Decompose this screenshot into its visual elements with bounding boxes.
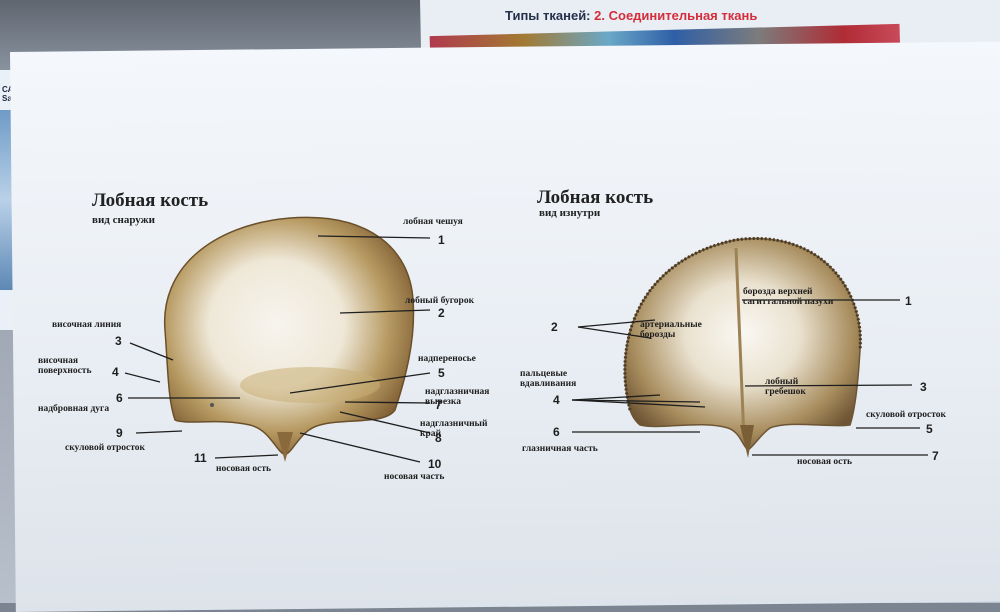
num-right-4: 4 bbox=[553, 393, 560, 407]
num-right-2: 2 bbox=[551, 320, 558, 334]
nasal-spine-right bbox=[740, 425, 754, 458]
label-nasal-part: носовая часть bbox=[384, 472, 445, 482]
label-orbital-part: глазничная часть bbox=[522, 444, 598, 454]
supraorbital-notch-dot bbox=[210, 403, 214, 407]
supraorbital-shadow-left bbox=[240, 367, 380, 403]
label-zygomatic-process-left: скуловой отросток bbox=[65, 443, 145, 453]
label-digital-impressions: пальцевые вдавливания bbox=[520, 369, 577, 389]
label-glabella: надпереносье bbox=[418, 354, 476, 364]
leader-lines-left bbox=[124, 235, 431, 463]
leader-lines-right bbox=[571, 299, 928, 456]
num-left-1: 1 bbox=[438, 233, 445, 247]
num-left-4: 4 bbox=[112, 365, 119, 379]
num-left-5: 5 bbox=[438, 366, 445, 380]
page-header: Типы тканей: 2. Соединительная ткань bbox=[505, 8, 757, 23]
label-frontal-tuber: лобный бугорок bbox=[405, 296, 475, 306]
label-arterial-grooves: артериальные борозды bbox=[640, 320, 702, 340]
header-prefix: Типы тканей: bbox=[505, 8, 591, 23]
num-left-3: 3 bbox=[115, 334, 122, 348]
num-right-5: 5 bbox=[926, 422, 933, 436]
label-frontal-crest: лобный гребешок bbox=[765, 377, 806, 397]
left-title: Лобная кость bbox=[92, 190, 209, 211]
right-subtitle: вид изнутри bbox=[539, 207, 601, 219]
frontal-bone-exterior bbox=[163, 216, 415, 456]
num-left-10: 10 bbox=[428, 457, 442, 471]
label-zygomatic-process-right: скуловой отросток bbox=[866, 410, 946, 420]
num-left-6: 6 bbox=[116, 391, 123, 405]
num-right-1: 1 bbox=[905, 294, 912, 308]
bone-rim-texture bbox=[623, 237, 862, 411]
num-left-9: 9 bbox=[116, 426, 123, 440]
label-nasal-spine-right: носовая ость bbox=[797, 457, 853, 467]
label-nasal-spine-left: носовая ость bbox=[216, 464, 272, 474]
header-number: 2. bbox=[594, 8, 605, 23]
num-left-7: 7 bbox=[435, 398, 442, 412]
label-superciliary-arch: надбровная дуга bbox=[38, 404, 110, 414]
label-supraorbital-notch: надглазничная вырезка bbox=[425, 387, 490, 407]
label-temporal-line: височная линия bbox=[52, 320, 122, 330]
label-temporal-surface: височная поверхность bbox=[38, 356, 92, 376]
num-left-8: 8 bbox=[435, 431, 442, 445]
nasal-spine-left bbox=[277, 432, 293, 462]
left-subtitle: вид снаружи bbox=[92, 214, 155, 226]
label-sagittal-sinus-groove: борозда верхней сагиттальной пазухи bbox=[743, 287, 834, 307]
num-right-6: 6 bbox=[553, 425, 560, 439]
num-left-2: 2 bbox=[438, 306, 445, 320]
header-topic: Соединительная ткань bbox=[608, 8, 758, 23]
num-left-11: 11 bbox=[194, 451, 207, 465]
right-title: Лобная кость bbox=[537, 187, 654, 208]
frontal-crest bbox=[734, 247, 746, 441]
label-supraorbital-margin: надглазничный край bbox=[420, 419, 488, 439]
num-right-3: 3 bbox=[920, 380, 927, 394]
label-frontal-squama: лобная чешуя bbox=[403, 217, 463, 227]
num-right-7: 7 bbox=[932, 449, 939, 463]
